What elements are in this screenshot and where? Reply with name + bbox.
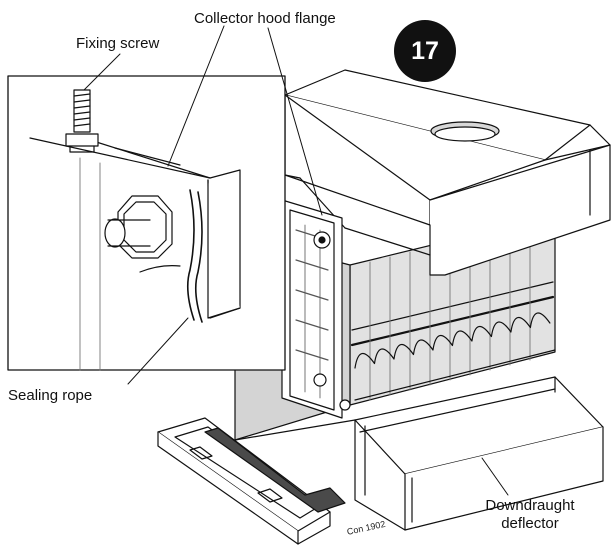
sealing-rope-label: Sealing rope xyxy=(8,387,93,404)
downdraught-deflector xyxy=(354,376,604,531)
base-tray xyxy=(157,417,346,545)
leader-lines xyxy=(83,25,509,496)
collector-hood-flange-label: Collector hood flange xyxy=(194,10,336,27)
fixing-screw-label: Fixing screw xyxy=(76,35,160,52)
inset-detail xyxy=(7,75,286,371)
step-number-badge: 17 xyxy=(394,20,456,82)
hood-flange-frame xyxy=(281,199,351,419)
downdraught-deflector-label: Downdraught deflector xyxy=(470,497,590,533)
collector-hood xyxy=(284,69,611,276)
downdraught-deflector-label-line2: deflector xyxy=(501,515,559,532)
downdraught-deflector-label-line1: Downdraught xyxy=(485,497,575,514)
